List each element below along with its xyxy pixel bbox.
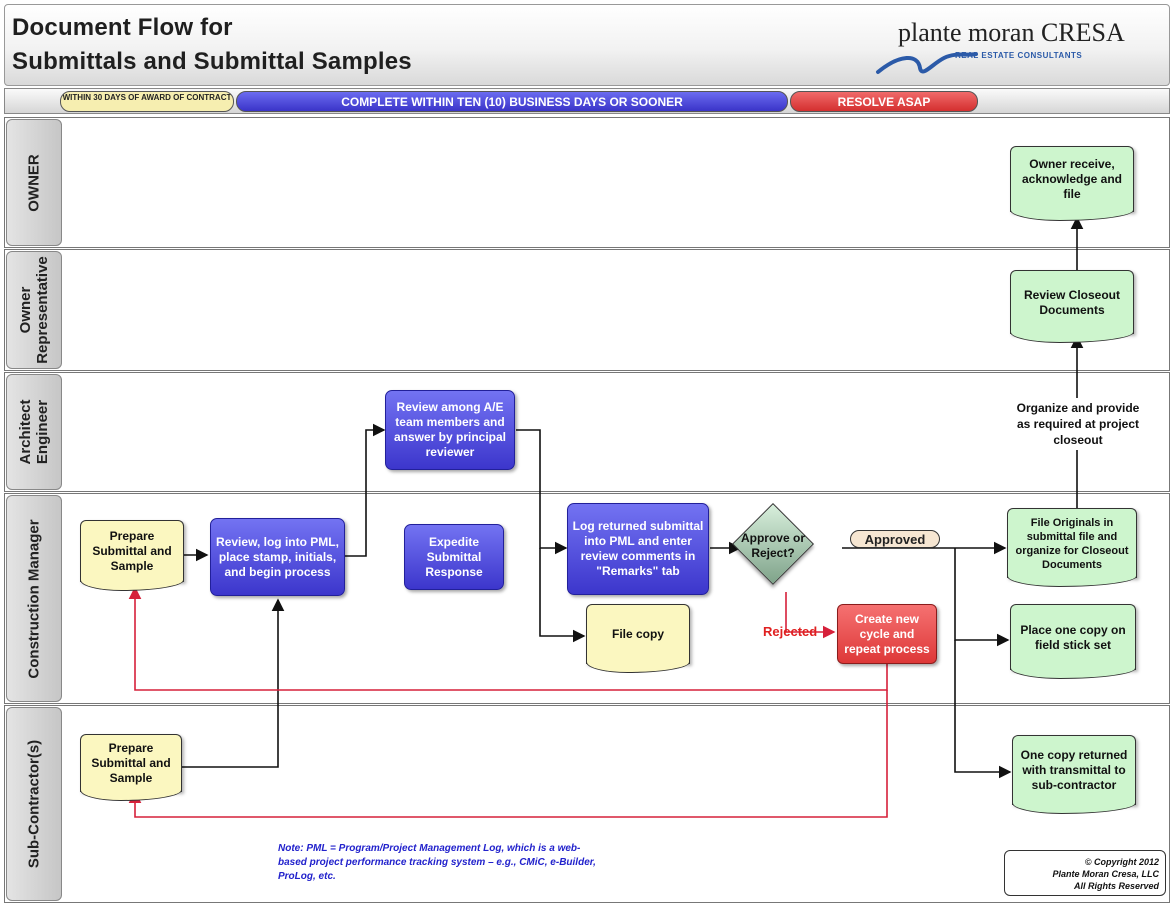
lane-label-architect-engineer: Architect Engineer <box>6 374 62 490</box>
step-expedite-response: Expedite Submittal Response <box>404 524 504 590</box>
lane-owner <box>4 117 1170 248</box>
page-title-line1: Document Flow for <box>12 14 233 41</box>
pml-note: Note: PML = Program/Project Management L… <box>278 843 596 882</box>
arrow-review-to-ae <box>345 423 386 557</box>
lane-label-sub-contractor: Sub-Contractor(s) <box>6 707 62 901</box>
lane-owner-representative <box>4 249 1170 371</box>
arrow-new-cycle-to-sub-prepare <box>128 690 888 818</box>
timeline-phase-asap: RESOLVE ASAP <box>790 91 978 112</box>
lane-label-construction-manager: Construction Manager <box>6 495 62 702</box>
step-file-copy: File copy <box>586 604 690 673</box>
company-logo: plante moran CRESA <box>898 18 1125 47</box>
step-file-originals: File Originals in submittal file and org… <box>1007 508 1137 587</box>
lane-label-owner: OWNER <box>6 119 62 246</box>
arrow-ae-to-file-copy <box>539 548 586 643</box>
step-sub-prepare-submittal: Prepare Submittal and Sample <box>80 734 182 801</box>
page-title-line2: Submittals and Submittal Samples <box>12 48 412 75</box>
lane-label-owner-representative: Owner Representative <box>6 251 62 369</box>
arrow-ae-to-log <box>516 429 568 555</box>
step-log-returned-submittal: Log returned submittal into PML and ente… <box>567 503 709 595</box>
decision-label: Approve or Reject? <box>740 531 805 560</box>
step-create-new-cycle: Create new cycle and repeat process <box>837 604 937 664</box>
lane-architect-engineer <box>4 372 1170 492</box>
closeout-instruction: Organize and provide as required at proj… <box>1016 401 1140 447</box>
step-review-log-pml: Review, log into PML, place stamp, initi… <box>210 518 345 596</box>
timeline-phase-10-days: COMPLETE WITHIN TEN (10) BUSINESS DAYS O… <box>236 91 788 112</box>
copyright-line1: © Copyright 2012 <box>1084 857 1159 867</box>
step-cm-prepare-submittal: Prepare Submittal and Sample <box>80 520 184 591</box>
logo-swoosh-icon <box>876 52 978 74</box>
company-logo-tagline: REAL ESTATE CONSULTANTS <box>955 51 1083 60</box>
arrow-rejected-to-new-cycle <box>785 592 836 639</box>
header-banner <box>4 4 1170 86</box>
copyright-line2: Plante Moran Cresa, LLC <box>1052 869 1159 879</box>
step-copy-returned: One copy returned with transmittal to su… <box>1012 735 1136 814</box>
arrow-new-cycle-to-cm-prepare <box>128 586 888 691</box>
copyright-line3: All Rights Reserved <box>1073 881 1159 891</box>
rejected-label: Rejected <box>763 624 818 639</box>
arrow-approved-to-field-copy <box>954 548 1010 647</box>
arrow-sub-prepare-to-review <box>182 598 285 768</box>
timeline-phase-30-days: WITHIN 30 DAYS OF AWARD OF CONTRACT <box>60 91 234 112</box>
arrow-approved-to-sub-copy <box>954 640 1012 779</box>
copyright-box: © Copyright 2012 Plante Moran Cresa, LLC… <box>1004 850 1166 896</box>
step-review-closeout: Review Closeout Documents <box>1010 270 1134 343</box>
approved-label: Approved <box>850 530 940 548</box>
lane-sub-contractor <box>4 705 1170 903</box>
step-ae-review: Review among A/E team members and answer… <box>385 390 515 470</box>
step-field-copy: Place one copy on field stick set <box>1010 604 1136 679</box>
step-owner-receive: Owner receive, acknowledge and file <box>1010 146 1134 221</box>
